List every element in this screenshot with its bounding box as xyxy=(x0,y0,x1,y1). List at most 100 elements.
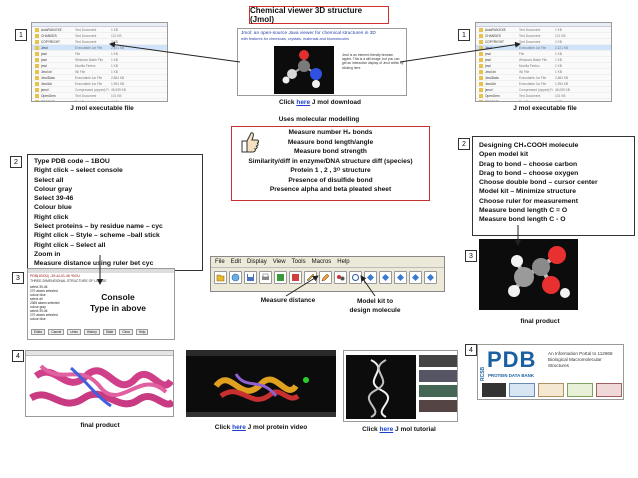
menu-macros[interactable]: Macros xyxy=(311,259,332,265)
menu-display[interactable]: Display xyxy=(247,259,267,265)
console-header: PDB|1BOU| -39-ALIG-46 *BOU xyxy=(30,274,81,278)
related-video-thumbnail[interactable] xyxy=(419,355,457,367)
globe-icon xyxy=(231,273,240,282)
console-line: select 39-46 xyxy=(30,284,48,289)
file-type: Windows Batch File xyxy=(75,57,103,62)
open-url-button[interactable] xyxy=(229,271,242,284)
view-right-button[interactable] xyxy=(409,271,422,284)
partner-logo[interactable] xyxy=(596,383,622,397)
measure-distance-label: Measure distance xyxy=(260,297,316,304)
model-kit-icon xyxy=(337,275,345,281)
file-type: Text Document xyxy=(75,93,97,98)
file-name: README xyxy=(41,99,55,102)
menu-file[interactable]: File xyxy=(215,259,225,265)
menu-help[interactable]: Help xyxy=(337,259,350,265)
step-item: Type PDB code – 1BOU xyxy=(34,158,110,165)
partner-logo[interactable] xyxy=(538,383,564,397)
file-type: Executable Jar File xyxy=(519,45,547,50)
related-video-thumbnail[interactable] xyxy=(419,400,457,412)
uses-heading: Uses molecular modelling xyxy=(278,116,360,123)
download-caption-prefix: Click xyxy=(279,99,297,106)
file-icon xyxy=(35,69,39,74)
file-icon xyxy=(479,93,483,98)
file-name: AutoRUN.EXE xyxy=(485,27,506,32)
console-state-button[interactable]: State xyxy=(102,329,117,335)
video-caption-suffix: J mol protein video xyxy=(245,424,308,431)
tutorial-caption: Click here J mol tutorial xyxy=(346,426,452,433)
diamond-icon xyxy=(427,274,434,281)
step-item: Right click xyxy=(34,213,69,221)
console-editor-button[interactable]: Editor xyxy=(31,329,46,335)
view-top-button[interactable] xyxy=(379,271,392,284)
pick-button[interactable] xyxy=(319,271,332,284)
file-type: Executable Jar File xyxy=(75,45,103,50)
jmol-tutorial-link[interactable]: here xyxy=(379,426,394,433)
file-size: 4 KB xyxy=(555,99,562,102)
menu-tools[interactable]: Tools xyxy=(291,259,306,265)
protein-video-link[interactable]: here xyxy=(232,424,246,431)
video-titlebar xyxy=(186,350,336,356)
molecule-icon xyxy=(282,50,322,88)
related-video-thumbnail[interactable] xyxy=(419,370,457,382)
viewer-toolbar xyxy=(26,351,173,356)
partner-logo[interactable] xyxy=(509,383,535,397)
panel-number-2-left: 2 xyxy=(10,156,22,168)
console-history-button[interactable]: History xyxy=(83,329,100,335)
console-cancel-button[interactable]: Cancel xyxy=(48,329,65,335)
console-help-button[interactable]: Help xyxy=(135,329,149,335)
diamond-icon xyxy=(367,274,374,281)
partner-logo[interactable] xyxy=(567,383,593,397)
step-item: Drag to bond – choose oxygen xyxy=(479,169,579,177)
print-button[interactable] xyxy=(259,271,272,284)
jmol-website-screenshot: Jmol: an open-source Java viewer for che… xyxy=(237,28,407,96)
script-button[interactable] xyxy=(289,271,302,284)
file-size: 121 KB xyxy=(111,33,122,38)
menu-view[interactable]: View xyxy=(272,259,286,265)
console-clear-button[interactable]: Clear xyxy=(119,329,133,335)
file-icon xyxy=(35,27,39,32)
view-front-button[interactable] xyxy=(364,271,377,284)
file-icon xyxy=(479,75,483,80)
jmol-download-link[interactable]: here xyxy=(296,99,311,106)
file-type: Windows Batch File xyxy=(519,57,547,62)
console-overlay-title: Console xyxy=(101,292,135,302)
rcsb-side-label: RCSB xyxy=(480,366,486,381)
related-video-thumbnail[interactable] xyxy=(419,385,457,397)
save-button[interactable] xyxy=(244,271,257,284)
console-line: colour blue xyxy=(30,292,46,297)
console-undo-button[interactable]: Undo xyxy=(67,329,81,335)
model-kit-button[interactable] xyxy=(334,271,347,284)
image-icon xyxy=(277,274,284,281)
left-steps-box: Type PDB code – 1BOU Right click – selec… xyxy=(27,154,203,271)
menu-edit[interactable]: Edit xyxy=(230,259,242,265)
file-name: jmol xyxy=(41,51,47,56)
ruler-button[interactable] xyxy=(304,271,317,284)
rotate-button[interactable] xyxy=(349,271,362,284)
view-left-button[interactable] xyxy=(424,271,437,284)
partner-logo[interactable] xyxy=(482,383,506,397)
open-folder-button[interactable] xyxy=(214,271,227,284)
jmol-site-side-text: Jmol is an Internet-friendly browser app… xyxy=(342,53,404,70)
view-bottom-button[interactable] xyxy=(394,271,407,284)
copy-image-button[interactable] xyxy=(274,271,287,284)
